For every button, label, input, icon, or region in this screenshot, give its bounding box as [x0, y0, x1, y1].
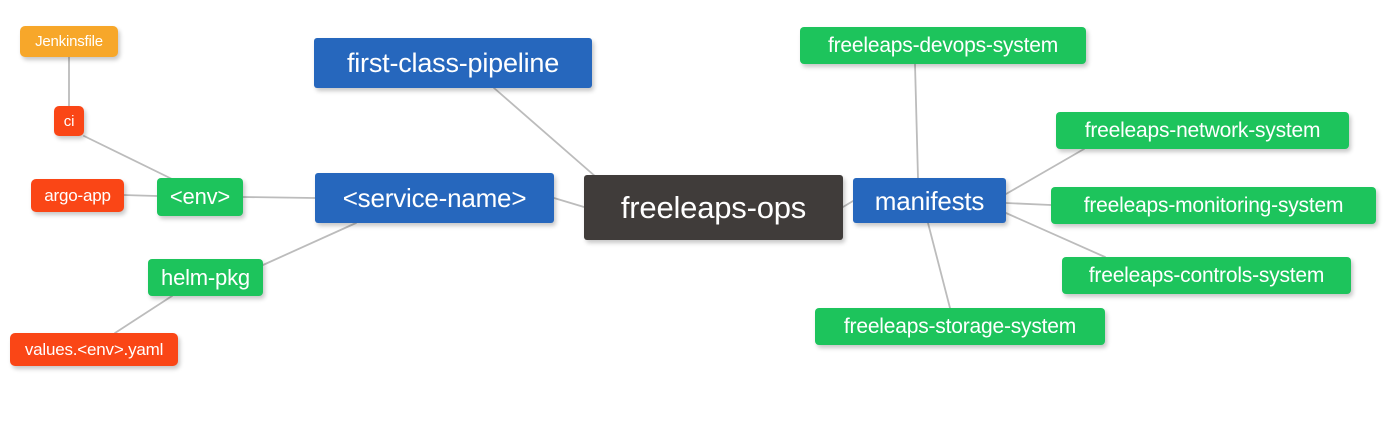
node-freeleaps-ops[interactable]: freeleaps-ops: [584, 175, 843, 240]
edge-manifests-to-freeleaps-monitoring-system: [1005, 202, 1052, 206]
edge-freeleaps-ops-to-first-class-pipeline: [493, 87, 597, 178]
edge-service-name-to-helm-pkg: [262, 222, 357, 266]
edge-env-to-ci: [83, 135, 175, 181]
node-freeleaps-devops-system[interactable]: freeleaps-devops-system: [800, 27, 1086, 64]
node-helm-pkg[interactable]: helm-pkg: [148, 259, 263, 296]
node-ci[interactable]: ci: [54, 106, 84, 136]
edge-freeleaps-ops-to-manifests: [842, 200, 854, 208]
node-freeleaps-monitoring-system[interactable]: freeleaps-monitoring-system: [1051, 187, 1376, 224]
node-manifests[interactable]: manifests: [853, 178, 1006, 223]
edge-manifests-to-freeleaps-devops-system: [914, 63, 919, 179]
edge-helm-pkg-to-values-env-yaml: [114, 295, 173, 334]
edge-service-name-to-env: [242, 196, 316, 199]
edge-manifests-to-freeleaps-storage-system: [927, 222, 951, 309]
node-env[interactable]: <env>: [157, 178, 243, 216]
edge-env-to-argo-app: [123, 194, 158, 197]
node-jenkinsfile[interactable]: Jenkinsfile: [20, 26, 118, 57]
node-service-name[interactable]: <service-name>: [315, 173, 554, 223]
node-freeleaps-controls-system[interactable]: freeleaps-controls-system: [1062, 257, 1351, 294]
edge-freeleaps-ops-to-service-name: [553, 197, 585, 208]
node-freeleaps-network-system[interactable]: freeleaps-network-system: [1056, 112, 1349, 149]
node-values-env-yaml[interactable]: values.<env>.yaml: [10, 333, 178, 366]
node-freeleaps-storage-system[interactable]: freeleaps-storage-system: [815, 308, 1105, 345]
node-argo-app[interactable]: argo-app: [31, 179, 124, 212]
node-first-class-pipeline[interactable]: first-class-pipeline: [314, 38, 592, 88]
